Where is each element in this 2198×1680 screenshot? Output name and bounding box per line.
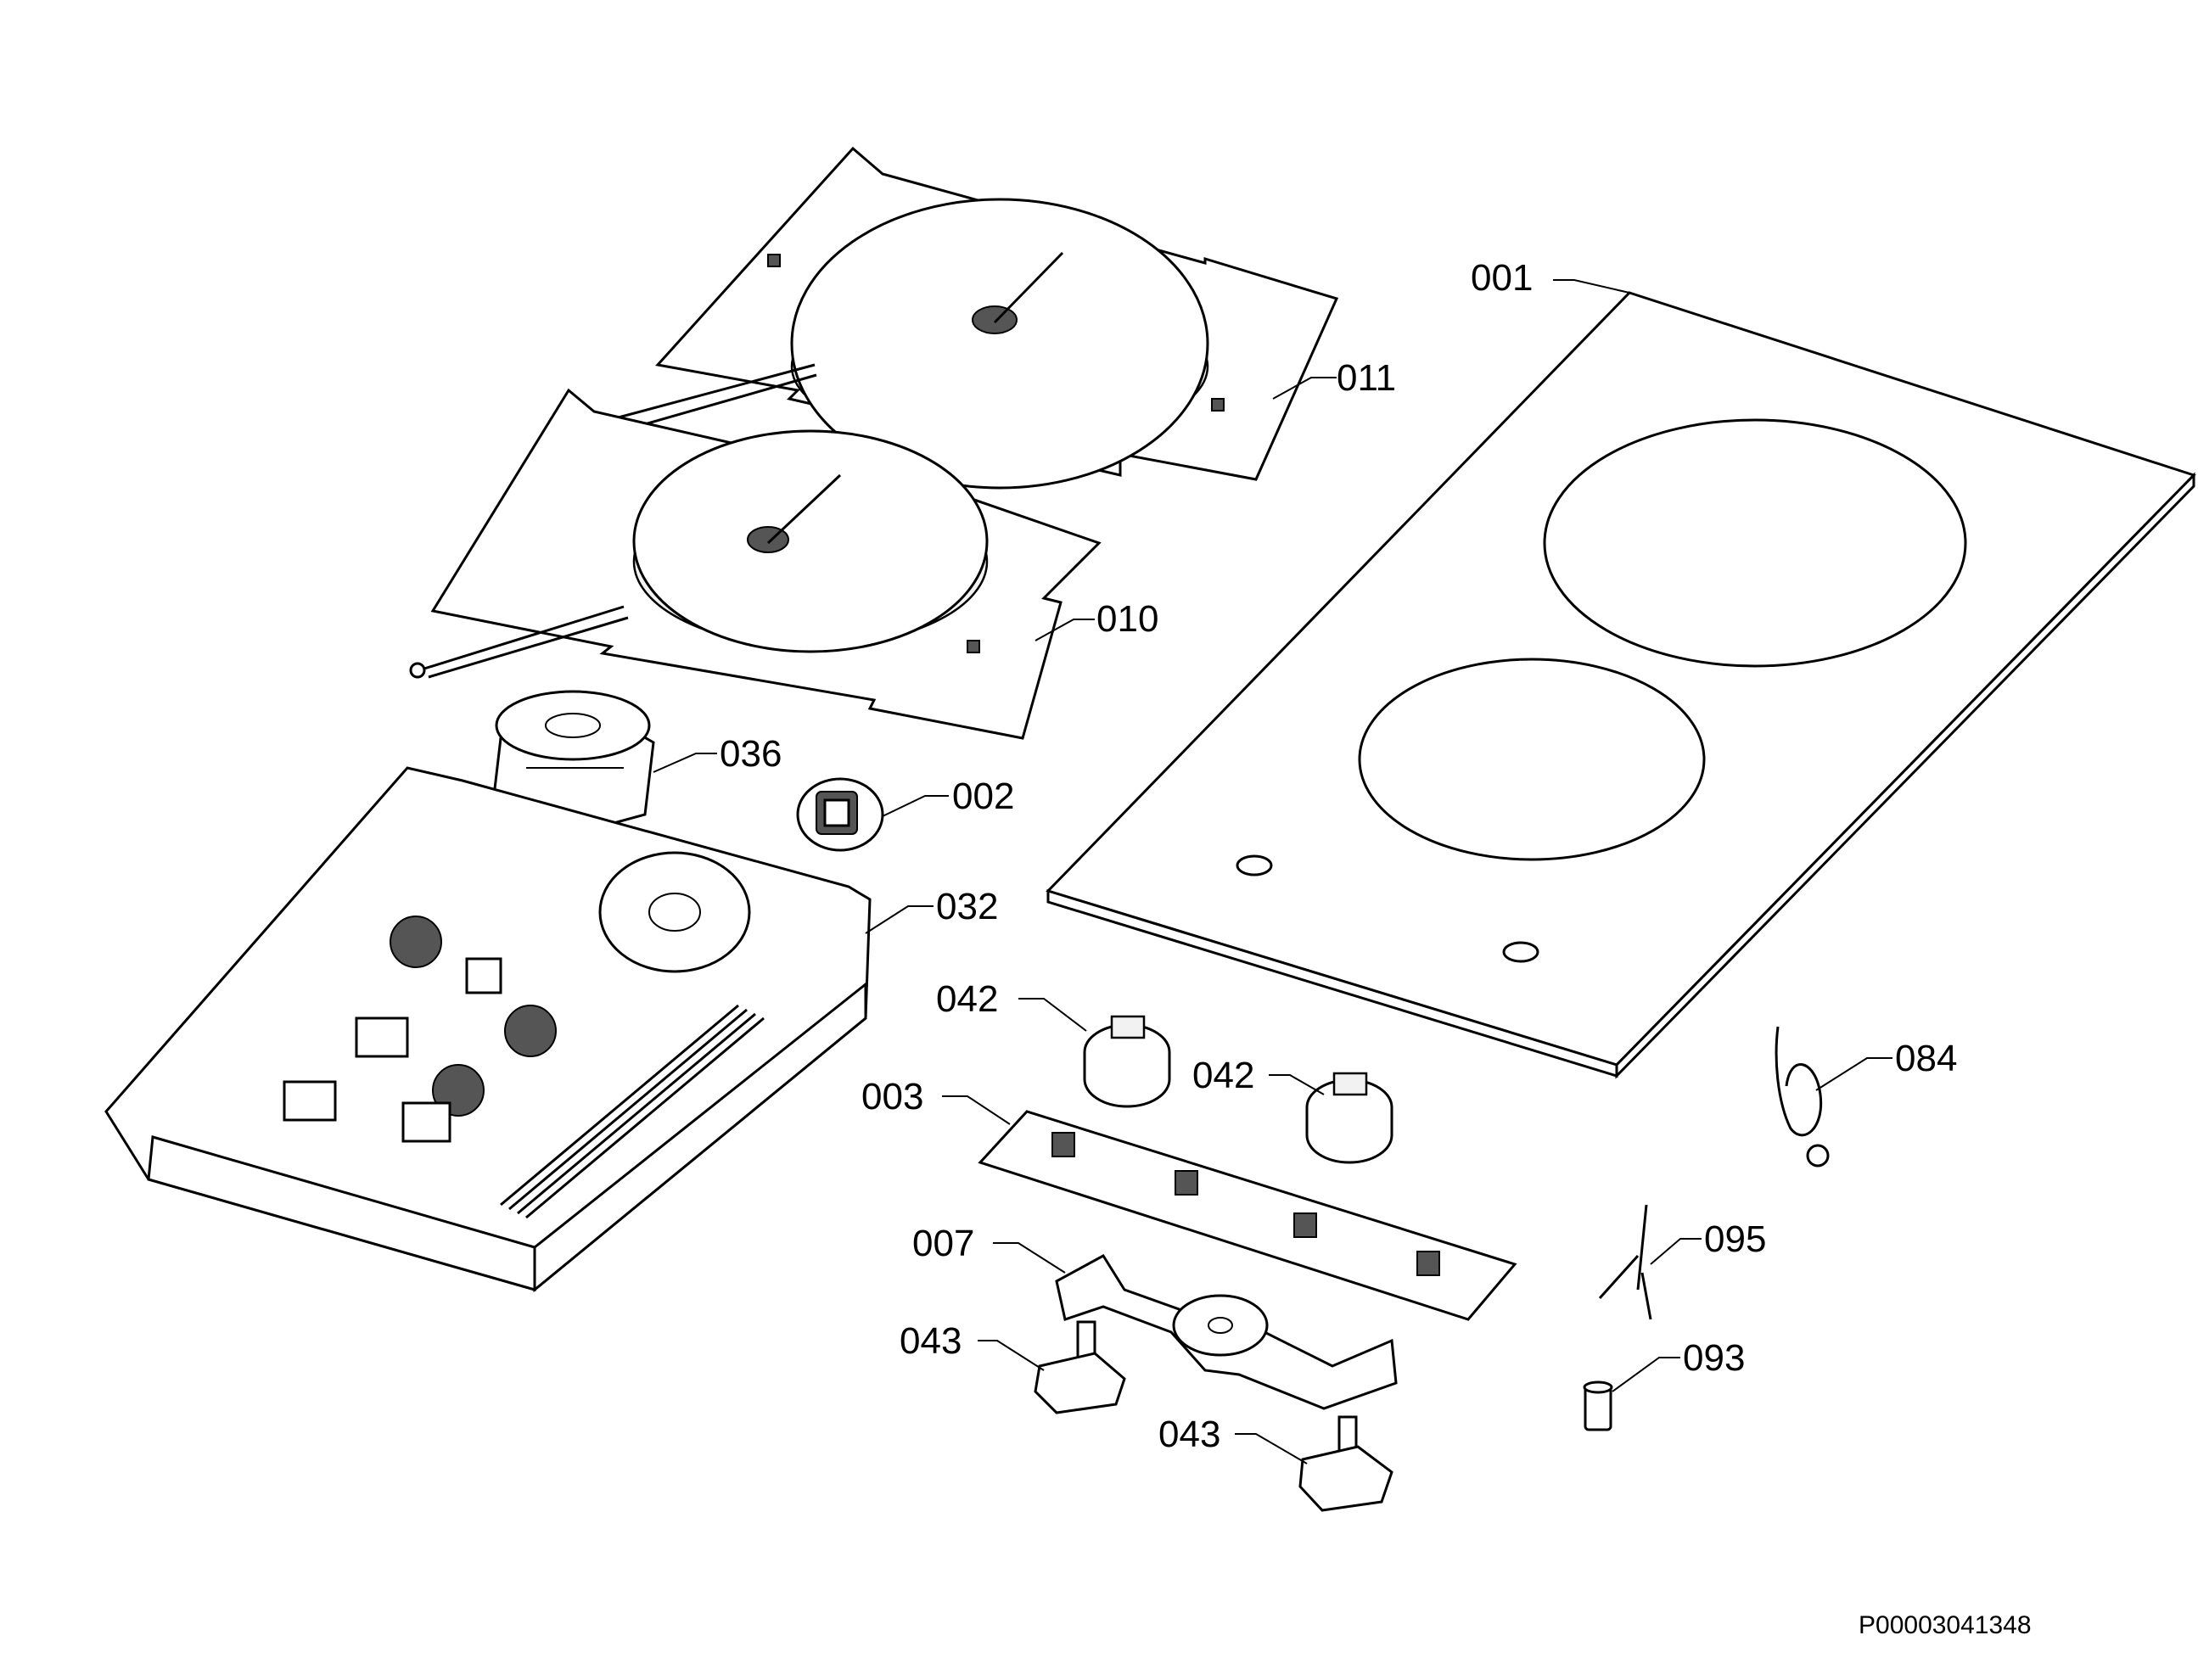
part-001-glass-top (1046, 291, 2196, 1079)
leader-lines (653, 279, 1892, 1464)
part-084-cable (1775, 1026, 1830, 1168)
callout-002: 002 (952, 776, 1014, 817)
callout-043-left: 043 (900, 1320, 962, 1362)
callout-093: 093 (1683, 1337, 1745, 1379)
part-095-sensor-wire (1598, 1204, 1652, 1320)
callout-labels: 001 011 010 036 002 032 042 042 003 084 … (720, 257, 1957, 1455)
part-042-knob-right (1305, 1072, 1393, 1164)
callout-042-right: 042 (1192, 1055, 1254, 1096)
callout-095: 095 (1704, 1218, 1766, 1260)
part-042-knob-left (1083, 1015, 1171, 1108)
part-002-terminal-block (796, 777, 884, 852)
part-003-control-board (978, 1110, 1517, 1321)
callout-001: 001 (1471, 257, 1533, 299)
part-043-switch-right (1298, 1415, 1393, 1512)
callout-043-right: 043 (1158, 1414, 1220, 1455)
callout-011: 011 (1337, 357, 1396, 399)
part-032-housing-electronics (104, 766, 872, 1293)
part-011-large-heating-element (564, 146, 1339, 490)
callout-007: 007 (912, 1223, 974, 1264)
part-043-switch-left (1034, 1320, 1126, 1414)
part-093-lamp (1583, 1380, 1613, 1431)
callout-010: 010 (1096, 598, 1158, 640)
part-007-bracket (1055, 1254, 1398, 1410)
callout-036: 036 (720, 733, 782, 775)
part-010-small-heating-element (409, 388, 1102, 740)
callout-084: 084 (1895, 1038, 1957, 1079)
callout-042-left: 042 (936, 978, 998, 1020)
callout-003: 003 (861, 1076, 923, 1117)
callout-032: 032 (936, 886, 998, 927)
drawing-code: P00003041348 (1859, 1611, 2032, 1639)
